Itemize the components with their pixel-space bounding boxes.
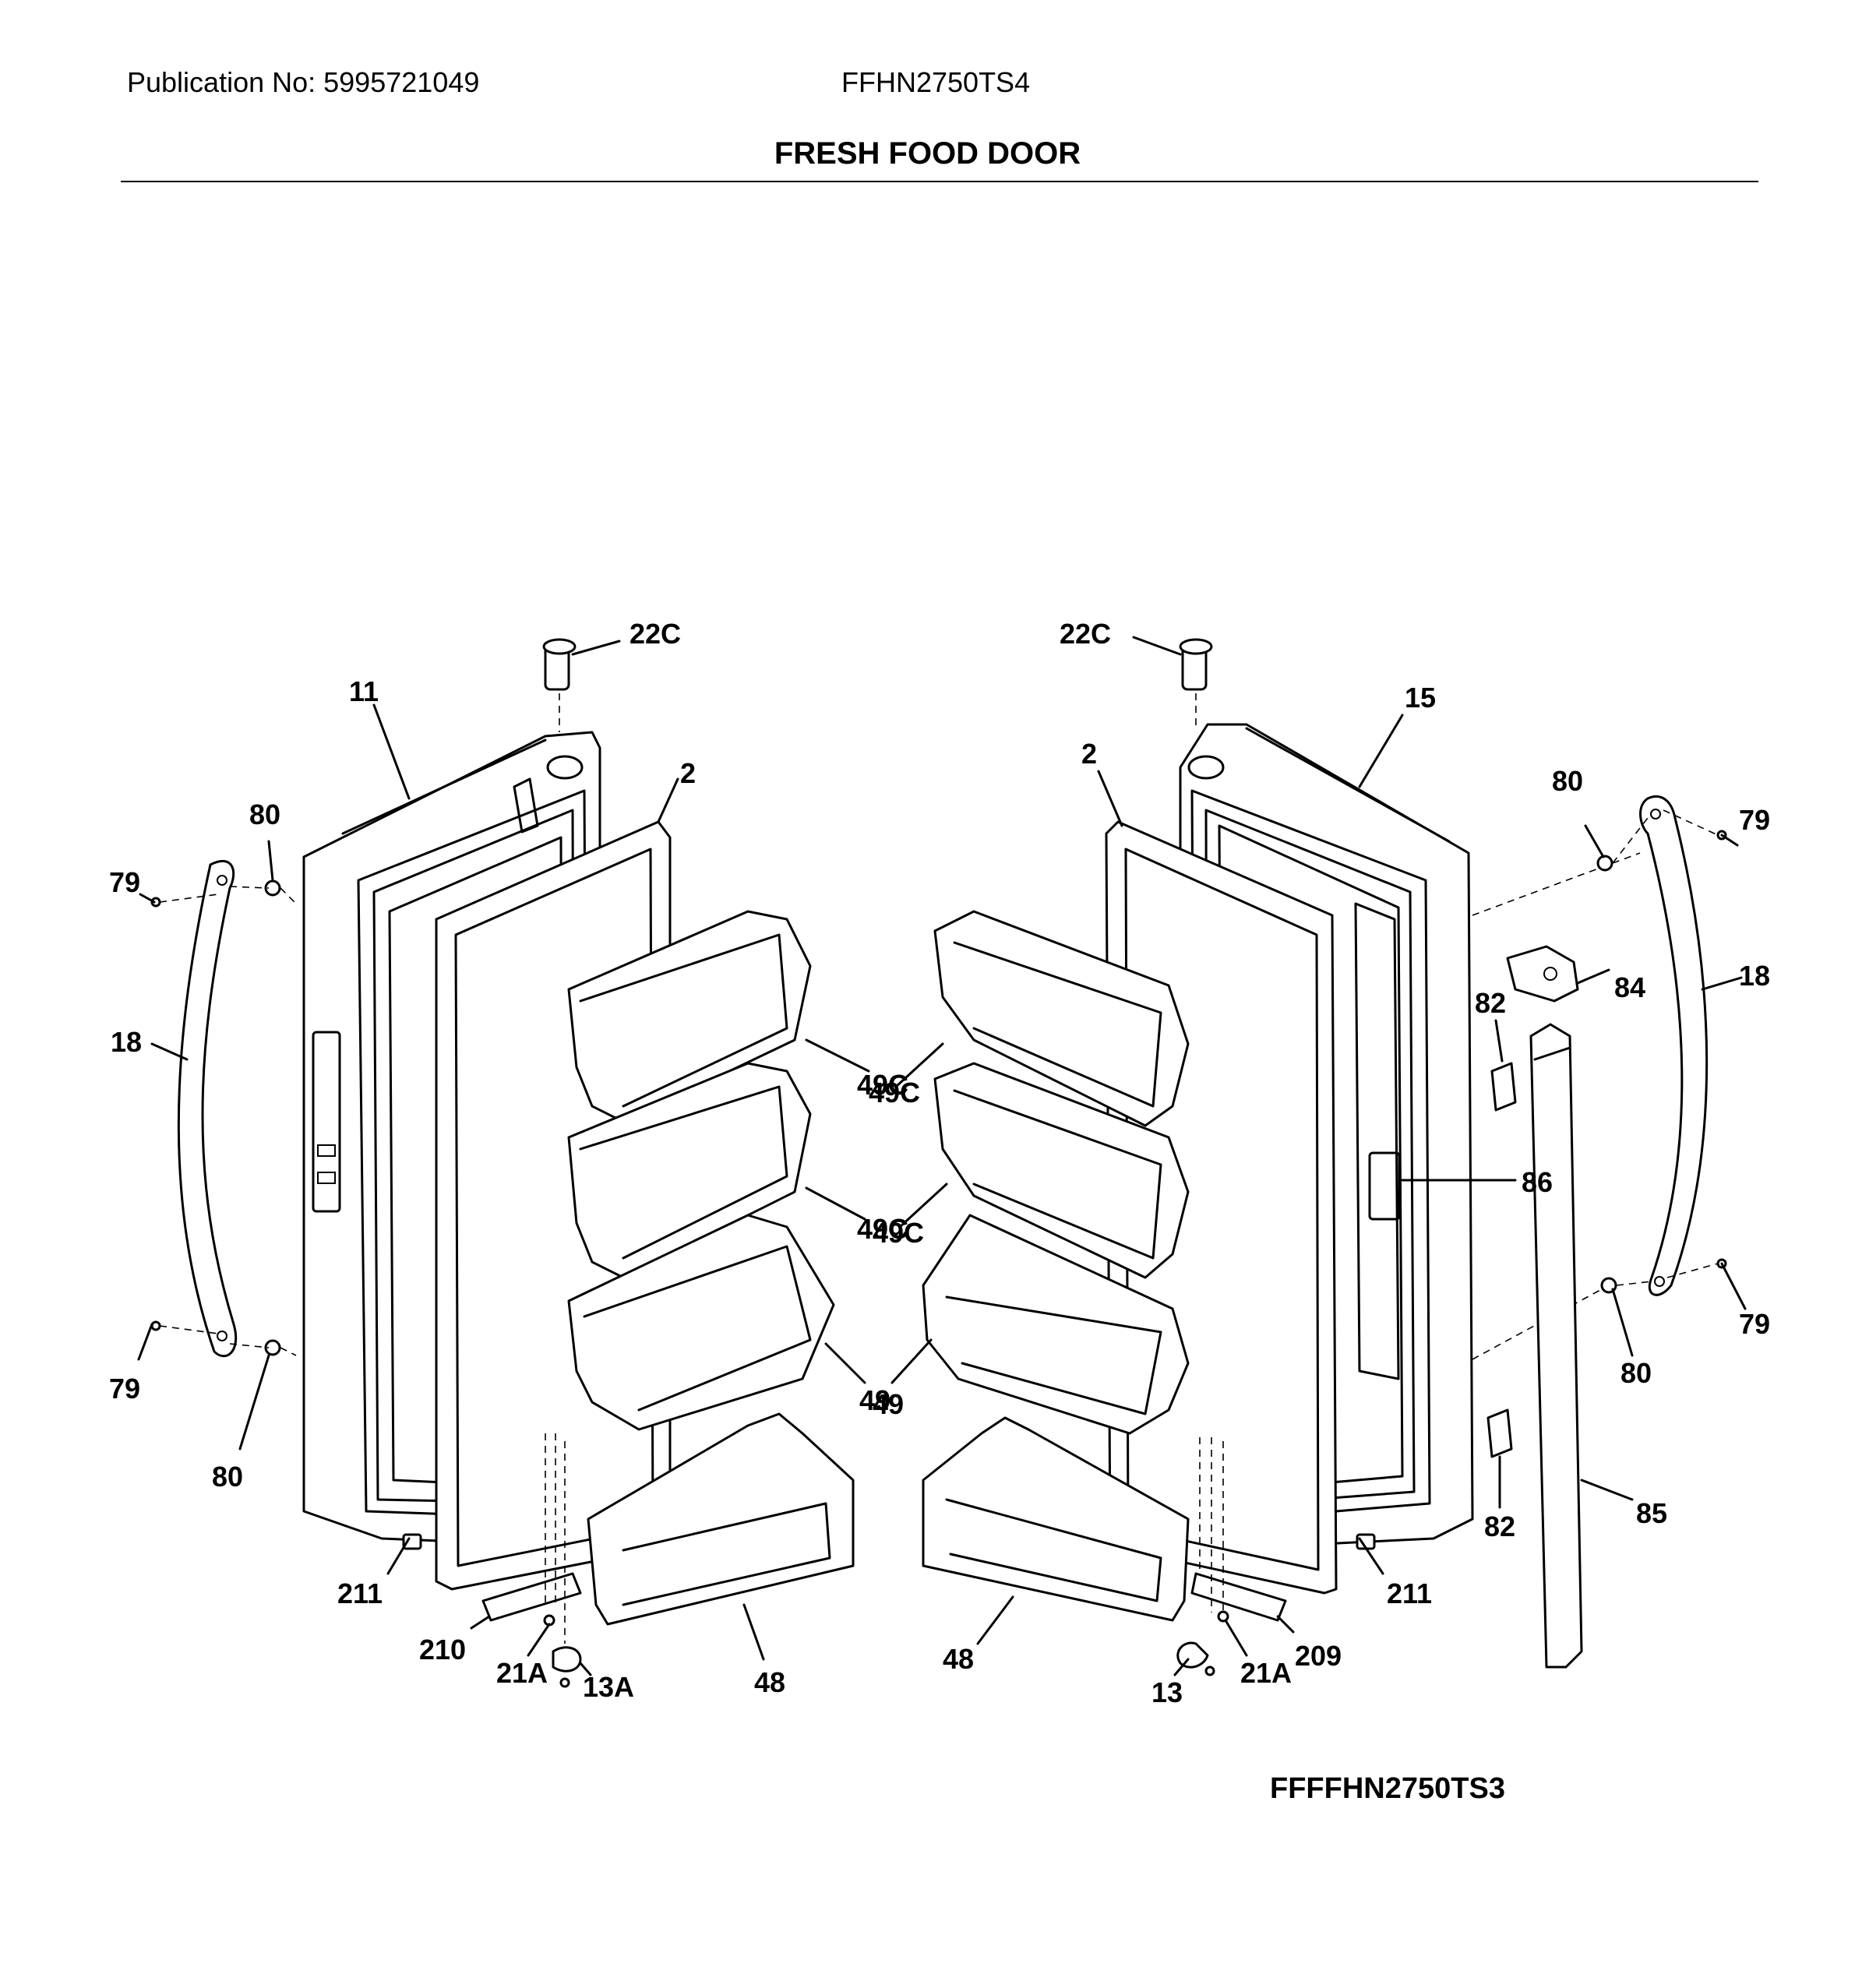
callout-21a-left: 21A [496,1657,548,1689]
callout-labels: 22C 11 2 80 79 18 49C 49C 49 79 80 211 2… [109,618,1770,1708]
right-door-hardware [1176,638,1727,1676]
callout-79-right-top: 79 [1739,804,1770,836]
callout-49c-right-mid: 49C [873,1217,924,1249]
left-door-lower-bin [587,1412,855,1626]
leader-lines [137,636,1747,1676]
callout-49c-right-top: 49C [869,1077,920,1109]
callout-49c-left-mid: 49C [857,1213,908,1245]
right-door-handle [1639,795,1709,1296]
callout-13: 13 [1151,1676,1183,1708]
callout-13a: 13A [583,1671,634,1703]
publication-number: Publication No: 5995721049 [127,66,480,98]
callout-86: 86 [1522,1166,1553,1198]
callout-48-left: 48 [754,1666,785,1698]
callout-210: 210 [419,1634,466,1665]
callout-211-left: 211 [337,1577,383,1609]
left-door-bins [567,910,835,1431]
callout-15: 15 [1405,682,1436,714]
callout-2-right: 2 [1081,738,1097,770]
callout-80-right-bottom: 80 [1620,1357,1652,1389]
callout-22c-right: 22C [1060,618,1111,650]
callout-48-right: 48 [943,1643,974,1675]
right-door-lower-bin [922,1416,1190,1622]
callout-21a-right: 21A [1240,1657,1292,1689]
callout-11: 11 [349,675,379,707]
left-door-handle [177,859,238,1358]
left-door-hardware [150,638,582,1688]
callout-18-right: 18 [1739,960,1770,992]
model-number: FFHN2750TS4 [841,66,1031,98]
right-door-bins [922,910,1190,1435]
callout-49-left: 49 [859,1384,890,1416]
callout-211-right: 211 [1387,1577,1432,1609]
callout-49-right: 49 [873,1388,904,1420]
right-door-mullion [1486,945,1583,1669]
callout-18-left: 18 [111,1026,142,1058]
callout-79-right-bottom: 79 [1739,1308,1770,1340]
header-rule [121,181,1758,182]
callout-80-left-bottom: 80 [212,1461,243,1493]
diagram-code: FFFFHN2750TS3 [1270,1772,1505,1805]
callout-79-left-top: 79 [109,866,140,898]
callout-80-left-top: 80 [249,798,280,830]
callout-80-right-top: 80 [1552,765,1583,797]
page-title: FRESH FOOD DOOR [774,136,1081,171]
callout-82-right-bottom: 82 [1484,1510,1515,1542]
callout-79-left-bottom: 79 [109,1373,140,1405]
callout-82-right-top: 82 [1475,987,1506,1019]
callout-84: 84 [1614,971,1645,1003]
callout-2-left: 2 [680,757,696,789]
callout-49c-left-top: 49C [857,1069,908,1101]
callout-22c-left: 22C [630,618,681,650]
callout-85: 85 [1636,1497,1667,1529]
callout-209: 209 [1295,1640,1342,1672]
